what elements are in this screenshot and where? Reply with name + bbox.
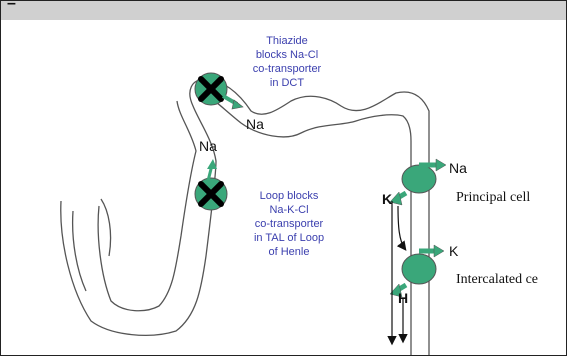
svg-text:co-transporter: co-transporter [255,218,324,230]
thiazide-transporter [195,73,243,109]
na-dct-label: Na [246,116,264,132]
na-principal-label: Na [449,160,467,176]
k-lumen-label: K [382,191,392,207]
svg-text:Thiazide: Thiazide [266,35,308,47]
svg-text:in TAL of Loop: in TAL of Loop [254,232,324,244]
principal-transporter [390,159,446,205]
loop-note: Loop blocks Na-K-Cl co-transporter in TA… [254,190,324,258]
na-tal-label: Na [199,138,217,154]
svg-text:Na-K-Cl: Na-K-Cl [269,204,308,216]
loop-transporter [195,178,227,210]
thiazide-note: Thiazide blocks Na-Cl co-transporter in … [253,35,322,89]
svg-text:co-transporter: co-transporter [253,63,322,75]
h-lumen-label: H [398,290,408,306]
principal-cell-label: Principal cell [456,190,530,205]
tubule-walls [61,79,429,355]
intercalated-cell-label: Intercalated ce [456,272,538,287]
svg-text:blocks Na-Cl: blocks Na-Cl [256,49,318,61]
k-intercalated-label: K [449,243,459,259]
svg-text:in DCT: in DCT [270,77,305,89]
svg-text:of Henle: of Henle [269,246,310,258]
svg-text:Loop blocks: Loop blocks [260,190,319,202]
